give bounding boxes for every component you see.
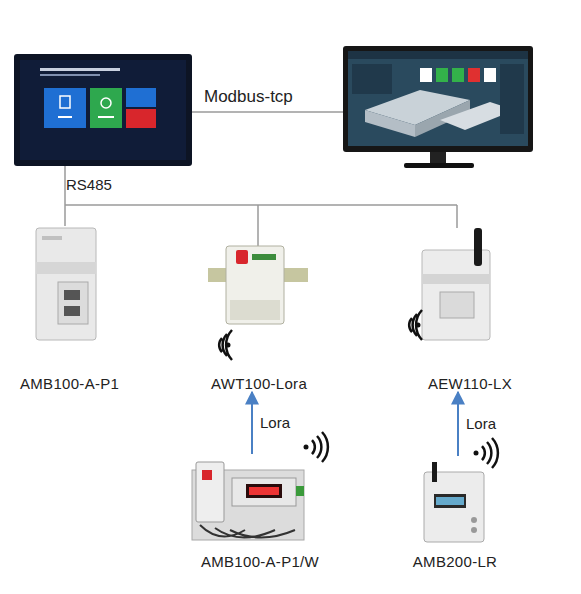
edge-label: Lora — [466, 415, 496, 432]
device-label: AEW110-LX — [398, 375, 542, 392]
wireless-meter — [424, 438, 498, 542]
bus-wiring — [65, 112, 457, 246]
device-node: AMB200-LR — [392, 456, 518, 570]
lora-collector-module — [409, 228, 490, 340]
device-node: AEW110-LX — [398, 225, 542, 392]
device-label: AMB200-LR — [392, 553, 518, 570]
touch-screen — [14, 54, 192, 166]
lora-arrow — [251, 392, 253, 454]
device-label: AMB100-A-P1 — [20, 375, 110, 392]
lora-gateway-module — [208, 246, 308, 360]
protocol-label: RS485 — [66, 176, 112, 193]
device-node: AMB100-A-P1 — [20, 222, 110, 392]
lora-arrow — [457, 392, 459, 456]
meter-module — [36, 228, 96, 340]
wireless-meter-kit — [192, 432, 328, 540]
edge-label: Lora — [260, 414, 290, 431]
device-label: AMB100-A-P1/W — [172, 553, 348, 570]
protocol-label: Modbus-tcp — [204, 87, 293, 107]
monitor — [343, 46, 533, 168]
device-node: AMB100-A-P1/W — [172, 454, 348, 570]
device-node: AWT100-Lora — [198, 240, 320, 392]
device-label: AWT100-Lora — [198, 375, 320, 392]
